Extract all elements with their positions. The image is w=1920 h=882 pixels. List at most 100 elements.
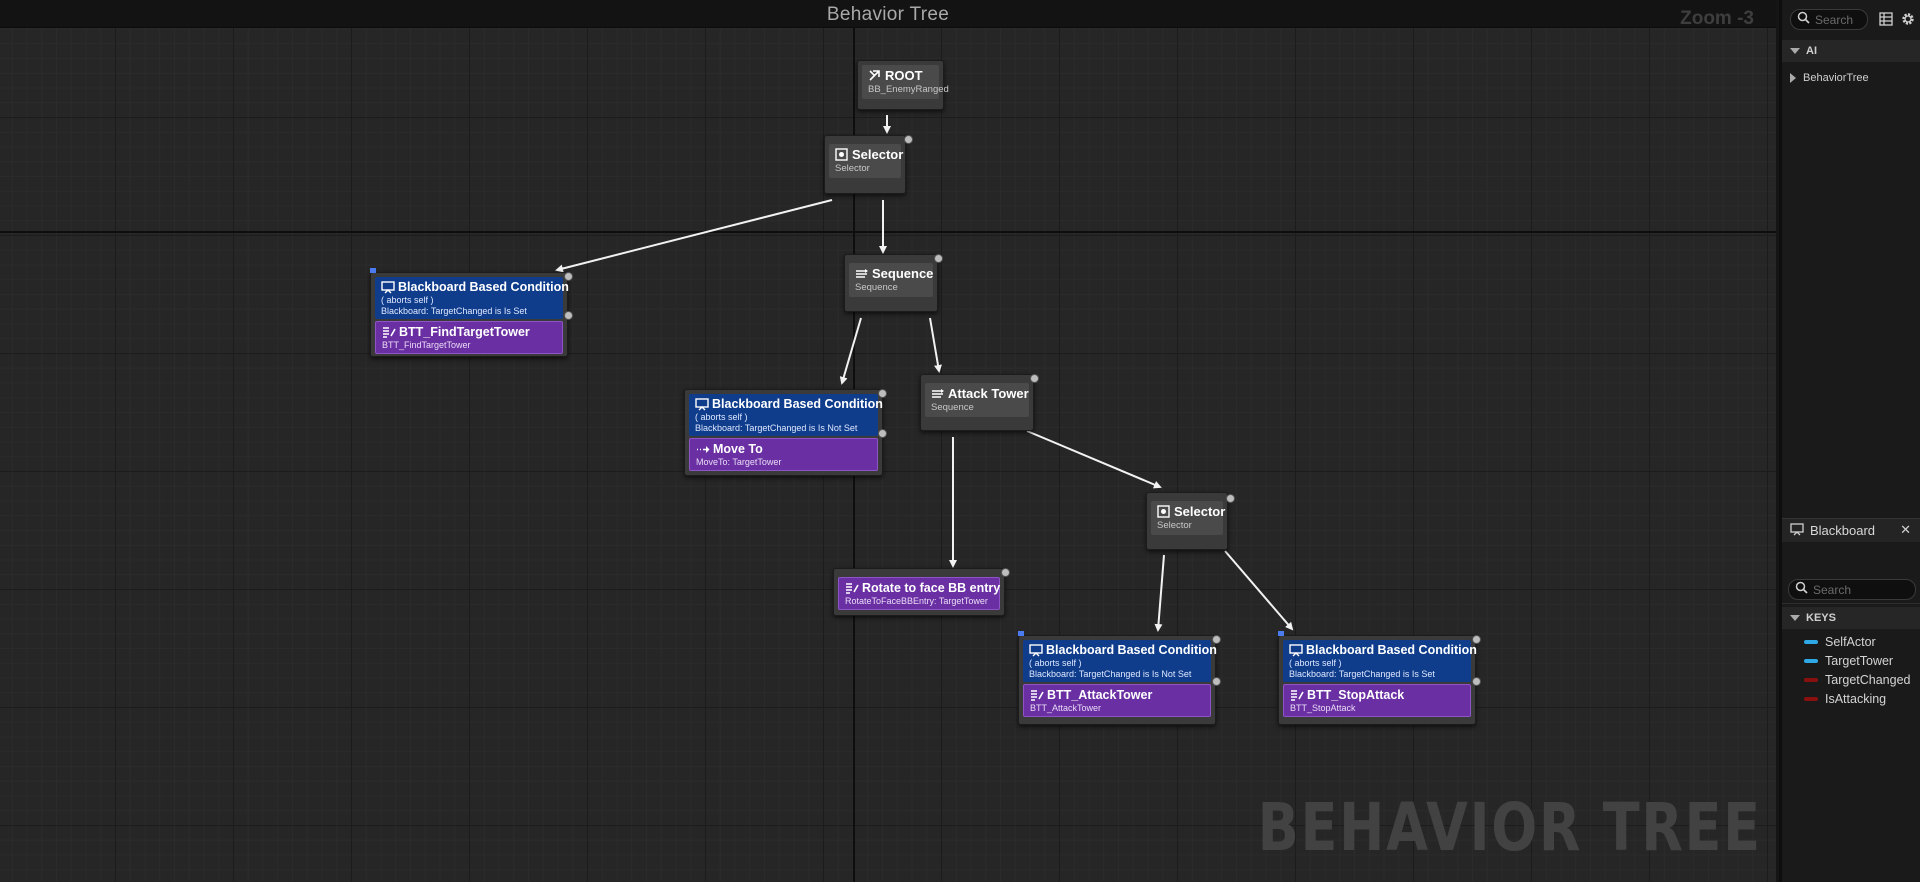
key-type-swatch bbox=[1804, 658, 1818, 663]
cond-abort: ( aborts self ) bbox=[381, 295, 434, 305]
output-pin[interactable] bbox=[1001, 568, 1010, 577]
task-icon bbox=[1290, 689, 1304, 702]
node-rotate-to-face[interactable]: Rotate to face BB entry RotateToFaceBBEn… bbox=[833, 568, 1010, 616]
blackboard-icon bbox=[1790, 522, 1804, 539]
key-row[interactable]: TargetTower bbox=[1782, 651, 1920, 670]
blackboard-tab[interactable]: Blackboard ✕ bbox=[1782, 518, 1920, 542]
task-name: BTT_StopAttack bbox=[1307, 688, 1405, 702]
move-to-icon bbox=[696, 443, 710, 456]
blackboard-condition-icon bbox=[381, 280, 395, 294]
selector-icon bbox=[835, 148, 848, 161]
node-root-sub: BB_EnemyRanged bbox=[868, 84, 949, 95]
condition-pin[interactable] bbox=[878, 429, 887, 438]
divider bbox=[1782, 603, 1920, 604]
decorator-blackboard-condition[interactable]: Blackboard Based Condition ( aborts self… bbox=[1023, 640, 1217, 682]
wire-sequence-moveto bbox=[839, 317, 862, 385]
connection-wires bbox=[555, 115, 1294, 632]
key-name: TargetTower bbox=[1825, 653, 1894, 668]
graph-title: Behavior Tree bbox=[826, 4, 950, 25]
key-row[interactable]: TargetChanged bbox=[1782, 670, 1920, 689]
task-stop-attack[interactable]: BTT_StopAttack BTT_StopAttack bbox=[1283, 684, 1471, 717]
side-panel: AI BehaviorTree Blackboard ✕ KEYS SelfAc… bbox=[1779, 0, 1920, 882]
wire-selector-attack bbox=[1154, 554, 1165, 632]
sequence-icon bbox=[855, 267, 868, 280]
node-attack-tower[interactable]: Attack Tower Sequence bbox=[920, 374, 1039, 431]
key-name: SelfActor bbox=[1825, 634, 1876, 649]
blackboard-condition-icon bbox=[695, 397, 709, 411]
keys-header[interactable]: KEYS bbox=[1782, 607, 1920, 629]
node-stop-attack[interactable]: Blackboard Based Condition ( aborts self… bbox=[1278, 631, 1481, 725]
blackboard-search-input[interactable] bbox=[1813, 582, 1915, 597]
wire-attacktower-selector bbox=[1026, 430, 1162, 489]
graph-watermark: BEHAVIOR TREE bbox=[1257, 789, 1762, 866]
graph-title-bar: Behavior Tree Zoom -3 bbox=[0, 0, 1776, 29]
tree-item-label: BehaviorTree bbox=[1803, 72, 1869, 84]
condition-pin[interactable] bbox=[564, 311, 573, 320]
task-sub: BTT_StopAttack bbox=[1290, 703, 1356, 713]
node-search-box[interactable] bbox=[1790, 9, 1868, 30]
node-selector-top[interactable]: Selector Selector bbox=[824, 135, 913, 194]
cond-abort: ( aborts self ) bbox=[1029, 658, 1082, 668]
output-pin[interactable] bbox=[1212, 635, 1221, 644]
output-pin[interactable] bbox=[564, 272, 573, 281]
task-move-to[interactable]: Move To MoveTo: TargetTower bbox=[689, 438, 878, 471]
task-rotate-to-face[interactable]: Rotate to face BB entry RotateToFaceBBEn… bbox=[838, 577, 1000, 610]
tree-item-behaviortree[interactable]: BehaviorTree bbox=[1782, 68, 1920, 88]
key-row[interactable]: IsAttacking bbox=[1782, 689, 1920, 708]
key-name: TargetChanged bbox=[1825, 672, 1911, 687]
chevron-down-icon bbox=[1790, 48, 1800, 54]
table-view-icon[interactable] bbox=[1879, 12, 1893, 31]
node-attack-tower-sub: Sequence bbox=[931, 402, 974, 413]
key-row[interactable]: SelfActor bbox=[1782, 632, 1920, 651]
task-find-target-tower[interactable]: BTT_FindTargetTower BTT_FindTargetTower bbox=[375, 321, 563, 354]
task-sub: RotateToFaceBBEntry: TargetTower bbox=[845, 596, 988, 606]
graph-canvas[interactable]: Behavior Tree Zoom -3 RO bbox=[0, 0, 1776, 882]
node-move-to[interactable]: Blackboard Based Condition ( aborts self… bbox=[684, 389, 887, 476]
node-attack-tower-task[interactable]: Blackboard Based Condition ( aborts self… bbox=[1018, 631, 1221, 725]
node-attack-tower-name: Attack Tower bbox=[948, 386, 1029, 401]
node-find-target-tower[interactable]: Blackboard Based Condition ( aborts self… bbox=[370, 268, 573, 357]
output-pin[interactable] bbox=[1226, 494, 1235, 503]
wire-sequence-attacktower bbox=[929, 317, 942, 373]
task-sub: BTT_FindTargetTower bbox=[382, 340, 471, 350]
cond-abort: ( aborts self ) bbox=[695, 412, 748, 422]
decorator-blackboard-condition[interactable]: Blackboard Based Condition ( aborts self… bbox=[689, 394, 883, 436]
key-type-swatch bbox=[1804, 639, 1818, 644]
task-sub: MoveTo: TargetTower bbox=[696, 457, 782, 467]
blackboard-search-box[interactable] bbox=[1788, 579, 1916, 600]
node-sequence[interactable]: Sequence Sequence bbox=[844, 254, 943, 312]
decorator-blackboard-condition[interactable]: Blackboard Based Condition ( aborts self… bbox=[1283, 640, 1477, 682]
node-selector-top-name: Selector bbox=[852, 147, 904, 162]
cond-desc: Blackboard: TargetChanged is Is Set bbox=[381, 306, 527, 316]
cond-name: Blackboard Based Condition bbox=[1306, 643, 1477, 657]
output-pin[interactable] bbox=[878, 389, 887, 398]
task-icon bbox=[1030, 689, 1044, 702]
cond-name: Blackboard Based Condition bbox=[398, 280, 569, 294]
condition-pin[interactable] bbox=[1212, 677, 1221, 686]
task-icon bbox=[845, 582, 859, 595]
cond-desc: Blackboard: TargetChanged is Is Not Set bbox=[1029, 669, 1192, 679]
gear-icon[interactable] bbox=[1900, 11, 1916, 32]
node-selector-top-sub: Selector bbox=[835, 163, 870, 174]
blackboard-condition-icon bbox=[1289, 643, 1303, 657]
task-name: BTT_AttackTower bbox=[1047, 688, 1153, 702]
key-type-swatch bbox=[1804, 677, 1818, 682]
category-ai-label: AI bbox=[1806, 45, 1817, 57]
node-search-input[interactable] bbox=[1815, 12, 1867, 27]
output-pin[interactable] bbox=[904, 135, 913, 144]
condition-pin[interactable] bbox=[1472, 677, 1481, 686]
task-attack-tower[interactable]: BTT_AttackTower BTT_AttackTower bbox=[1023, 684, 1211, 717]
search-icon bbox=[1797, 11, 1810, 29]
node-root[interactable]: ROOT BB_EnemyRanged bbox=[857, 60, 949, 110]
output-pin[interactable] bbox=[934, 254, 943, 263]
output-pin[interactable] bbox=[1472, 635, 1481, 644]
node-sequence-name: Sequence bbox=[872, 266, 934, 281]
output-pin[interactable] bbox=[1030, 374, 1039, 383]
root-icon bbox=[868, 69, 881, 82]
category-ai[interactable]: AI bbox=[1782, 40, 1920, 62]
chevron-right-icon bbox=[1790, 73, 1796, 83]
task-name: Move To bbox=[713, 442, 763, 456]
close-icon[interactable]: ✕ bbox=[1900, 522, 1911, 537]
node-selector-low[interactable]: Selector Selector bbox=[1146, 492, 1235, 550]
decorator-blackboard-condition[interactable]: Blackboard Based Condition ( aborts self… bbox=[375, 277, 569, 319]
